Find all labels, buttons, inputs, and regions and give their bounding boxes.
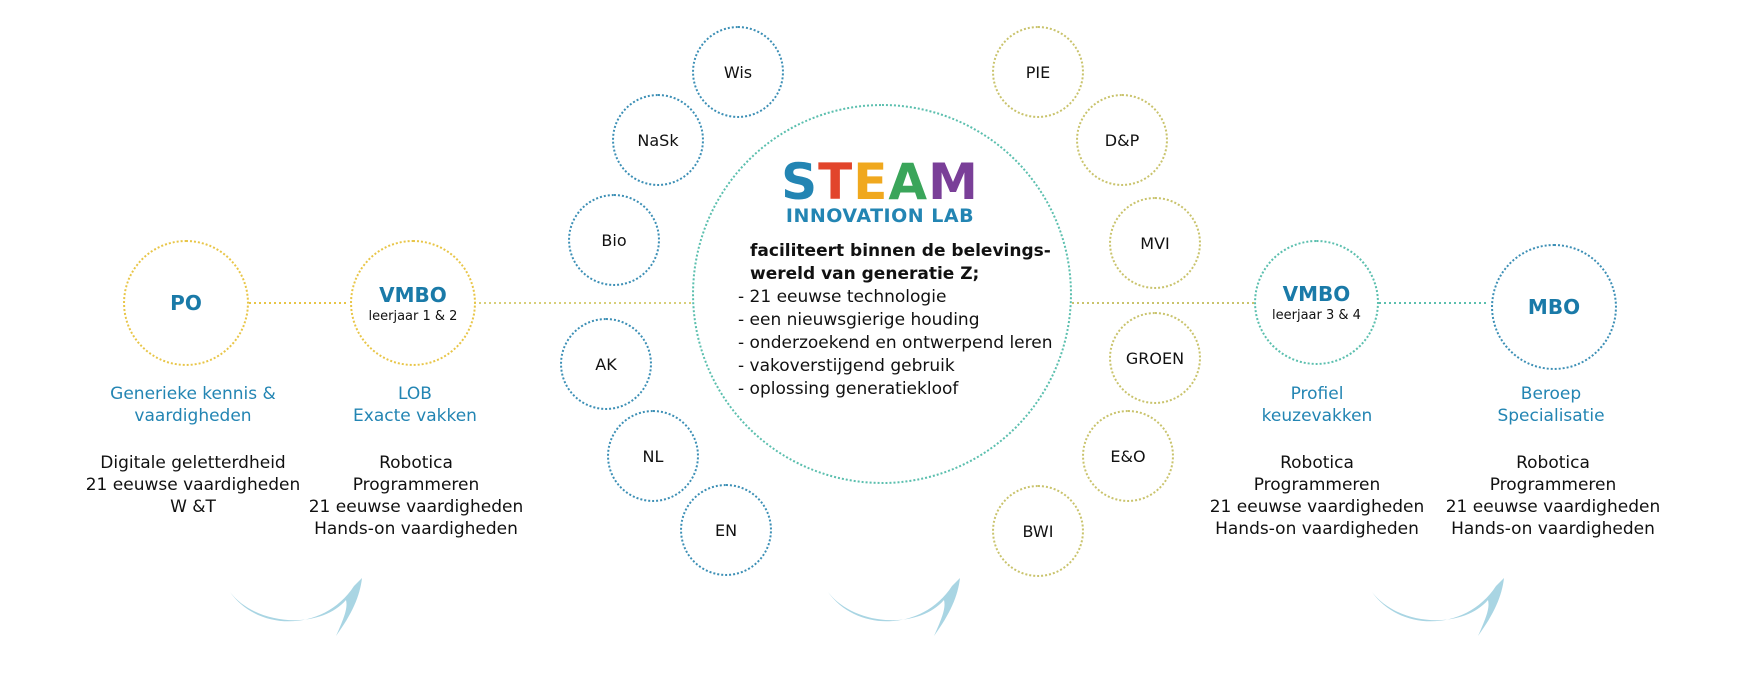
subject-nask: NaSk xyxy=(612,94,704,186)
list-item: Digitale geletterdheid xyxy=(100,453,286,473)
list-item: 21 eeuwse vaardigheden xyxy=(308,497,524,517)
subject-mvi: MVI xyxy=(1109,197,1201,289)
list-item: Programmeren xyxy=(1253,475,1381,495)
logo-letter-t: T xyxy=(818,153,854,211)
vmbo12-caption-line: LOB xyxy=(398,384,432,404)
subject-nl: NL xyxy=(607,410,699,502)
swoosh-arrow-icon xyxy=(828,578,960,636)
subject-pie: PIE xyxy=(992,26,1084,118)
subject-label: GROEN xyxy=(1125,348,1185,368)
vmbo34-circle: VMBO leerjaar 3 & 4 xyxy=(1254,240,1379,365)
vmbo12-title: VMBO xyxy=(379,282,447,307)
list-item: Robotica xyxy=(1516,453,1590,473)
subject-label: E&O xyxy=(1110,446,1146,466)
list-item: Hands-on vaardigheden xyxy=(1451,519,1655,539)
subject-wis: Wis xyxy=(692,26,784,118)
center-bullet: - vakoverstijgend gebruik xyxy=(738,356,955,376)
list-item: Robotica xyxy=(379,453,453,473)
mbo-title: MBO xyxy=(1527,295,1581,319)
po-caption-line: vaardigheden xyxy=(134,406,252,426)
vmbo34-items: Robotica Programmeren 21 eeuwse vaardigh… xyxy=(1197,452,1437,540)
subject-groen: GROEN xyxy=(1109,312,1201,404)
subject-label: AK xyxy=(595,354,617,374)
swoosh-arrow-icon xyxy=(1372,578,1504,636)
center-circle xyxy=(692,104,1072,484)
vmbo12-subtitle: leerjaar 1 & 2 xyxy=(368,308,458,324)
center-bullet: - een nieuwsgierige houding xyxy=(738,310,980,330)
subject-label: EN xyxy=(714,520,738,540)
subject-label: NaSk xyxy=(637,130,679,150)
po-circle: PO xyxy=(123,240,249,366)
vmbo12-items: Robotica Programmeren 21 eeuwse vaardigh… xyxy=(296,452,536,540)
vmbo34-subtitle: leerjaar 3 & 4 xyxy=(1272,308,1361,323)
subject-dp: D&P xyxy=(1076,94,1168,186)
list-item: Robotica xyxy=(1280,453,1354,473)
center-bullet: - onderzoekend en ontwerpend leren xyxy=(738,333,1053,353)
subject-label: NL xyxy=(642,446,664,466)
list-item: Programmeren xyxy=(1489,475,1617,495)
list-item: 21 eeuwse vaardigheden xyxy=(85,475,301,495)
vmbo12-caption-line: Exacte vakken xyxy=(353,406,477,426)
subject-label: Bio xyxy=(601,230,627,250)
list-item: Hands-on vaardigheden xyxy=(1215,519,1419,539)
vmbo34-caption: Profiel keuzevakken xyxy=(1212,383,1422,427)
center-bullet: - 21 eeuwse technologie xyxy=(738,287,947,307)
mbo-caption: Beroep Specialisatie xyxy=(1446,383,1656,427)
steam-wordmark: STEAM xyxy=(780,157,980,207)
subject-bio: Bio xyxy=(568,194,660,286)
center-bullet: - oplossing generatiekloof xyxy=(738,379,959,399)
po-caption-line: Generieke kennis & xyxy=(110,384,276,404)
vmbo12-caption: LOB Exacte vakken xyxy=(310,383,520,427)
list-item: W &T xyxy=(170,497,216,517)
center-heading-line: wereld van generatie Z; xyxy=(750,264,980,284)
po-title: PO xyxy=(170,291,202,315)
center-heading-line: faciliteert binnen de belevings- xyxy=(750,241,1051,261)
subject-label: PIE xyxy=(1025,62,1051,82)
logo-letter-a: A xyxy=(888,153,929,211)
subject-label: MVI xyxy=(1140,233,1170,253)
list-item: Programmeren xyxy=(352,475,480,495)
list-item: 21 eeuwse vaardigheden xyxy=(1445,497,1661,517)
mbo-items: Robotica Programmeren 21 eeuwse vaardigh… xyxy=(1433,452,1673,540)
subject-label: BWI xyxy=(1022,521,1054,541)
list-item: Hands-on vaardigheden xyxy=(314,519,518,539)
po-caption: Generieke kennis & vaardigheden xyxy=(88,383,298,427)
logo-sublabel: INNOVATION LAB xyxy=(785,205,975,227)
subject-label: Wis xyxy=(723,62,753,82)
subject-ak: AK xyxy=(560,318,652,410)
vmbo34-title: VMBO xyxy=(1282,282,1351,306)
center-description: faciliteert binnen de belevings- wereld … xyxy=(738,240,1068,401)
po-items: Digitale geletterdheid 21 eeuwse vaardig… xyxy=(78,452,308,518)
subject-label: D&P xyxy=(1104,130,1140,150)
mbo-circle: MBO xyxy=(1491,244,1617,370)
steam-logo: STEAM INNOVATION LAB xyxy=(780,157,980,227)
swoosh-arrow-icon xyxy=(230,578,362,636)
mbo-caption-line: Specialisatie xyxy=(1497,406,1605,426)
list-item: 21 eeuwse vaardigheden xyxy=(1209,497,1425,517)
mbo-caption-line: Beroep xyxy=(1520,384,1582,404)
logo-letter-s: S xyxy=(781,153,819,211)
subject-eo: E&O xyxy=(1082,410,1174,502)
logo-letter-e: E xyxy=(853,153,889,211)
subject-en: EN xyxy=(680,484,772,576)
logo-letter-m: M xyxy=(928,153,979,211)
subject-bwi: BWI xyxy=(992,485,1084,577)
vmbo34-caption-line: Profiel xyxy=(1290,384,1344,404)
vmbo34-caption-line: keuzevakken xyxy=(1261,406,1373,426)
vmbo12-circle: VMBO leerjaar 1 & 2 xyxy=(350,240,476,366)
